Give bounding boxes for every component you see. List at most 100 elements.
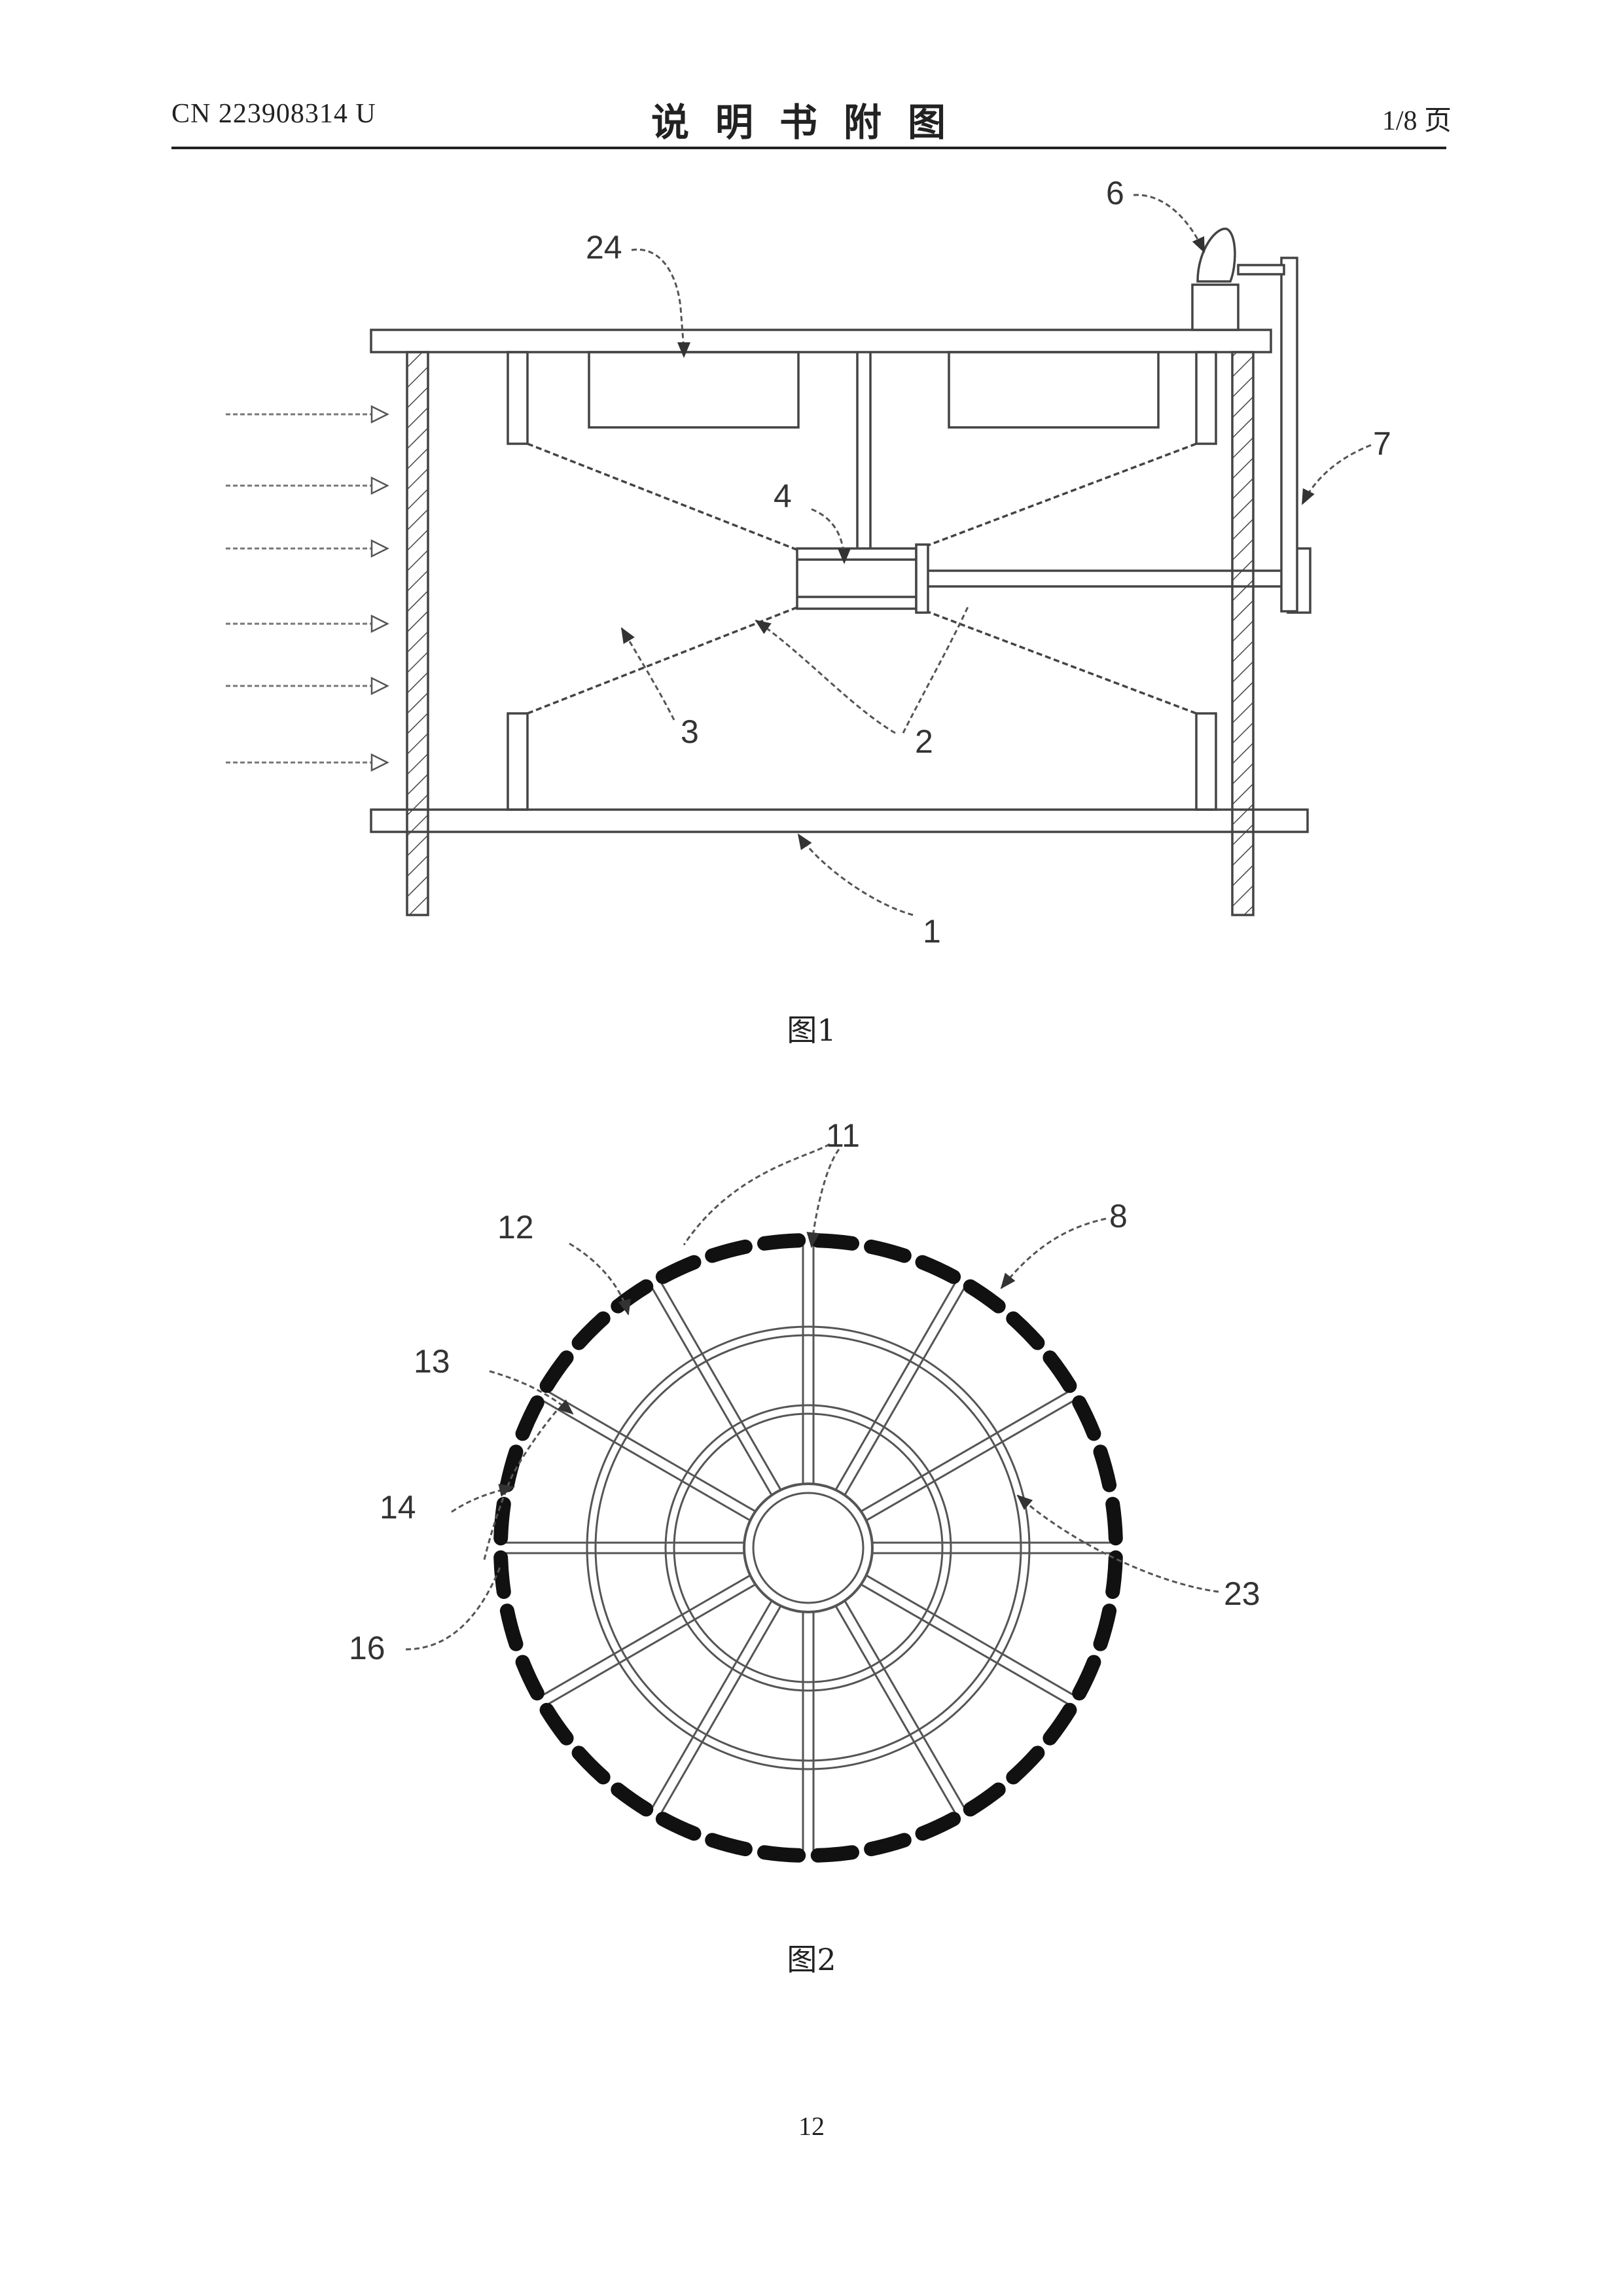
inner-ring <box>666 1405 951 1691</box>
label-2: 2 <box>915 723 933 760</box>
hub-flange <box>916 545 928 613</box>
spoke-line <box>866 1575 1073 1695</box>
paddle-segment <box>1113 1504 1116 1538</box>
figure-1-drawing: 24 6 7 4 3 2 1 <box>0 151 1623 1106</box>
paddle-segment <box>507 1611 516 1644</box>
paddle-segment <box>1079 1403 1094 1434</box>
paddle-segment <box>523 1662 537 1694</box>
spoke-line <box>652 1601 772 1807</box>
right-hatched-wall <box>1232 352 1253 915</box>
cone-line <box>527 444 797 550</box>
paddle-segment <box>547 1710 567 1738</box>
label-12: 12 <box>497 1209 534 1246</box>
paddle-segment <box>1013 1753 1037 1777</box>
cone-line <box>527 607 797 713</box>
spoke-line <box>662 1283 781 1490</box>
page-number: 12 <box>0 2111 1623 2142</box>
page-of-count: 1/8 页 <box>1382 98 1452 138</box>
spoke-line <box>544 1575 750 1695</box>
paddle-segment <box>663 1819 694 1833</box>
leader-8 <box>1001 1219 1106 1288</box>
spoke-line <box>662 1606 781 1812</box>
hub-block <box>797 548 916 609</box>
label-23: 23 <box>1224 1575 1260 1612</box>
cone-line <box>916 607 1196 713</box>
outer-ring <box>587 1327 1029 1769</box>
leader-3 <box>622 628 674 720</box>
figure-1-caption: 图1 <box>0 1007 1623 1050</box>
right-lower-post <box>1196 713 1216 810</box>
paddle-segment <box>1113 1558 1116 1592</box>
outer-ring <box>596 1335 1021 1761</box>
hub-ring-inner <box>753 1493 863 1603</box>
paddle-segment <box>1101 1452 1110 1485</box>
leader-16 <box>406 1566 501 1649</box>
label-4: 4 <box>774 478 792 514</box>
paddle-segment <box>618 1789 646 1809</box>
left-upper-post <box>508 352 527 444</box>
label-24: 24 <box>586 229 622 266</box>
paddle-segment <box>501 1504 504 1538</box>
spoke-line <box>836 1283 955 1490</box>
paddle-segment <box>923 1819 954 1833</box>
paddle-segment <box>1013 1319 1037 1343</box>
leader-11b <box>812 1149 839 1247</box>
label-13: 13 <box>414 1343 450 1380</box>
left-hatched-wall <box>407 352 428 915</box>
label-1: 1 <box>923 913 941 950</box>
label-6: 6 <box>1106 175 1124 211</box>
spoke-line <box>866 1401 1073 1520</box>
paddle-segment <box>712 1247 745 1256</box>
paddle-segment <box>579 1319 603 1343</box>
spoke-line <box>861 1585 1067 1704</box>
paddle-segment <box>1101 1611 1110 1644</box>
bottom-plate <box>371 810 1308 832</box>
top-plate <box>371 330 1271 352</box>
paddle-segment <box>1050 1357 1069 1386</box>
leader-2b <box>903 605 969 733</box>
paddle-segment <box>501 1558 504 1592</box>
paddle-segment <box>764 1852 798 1856</box>
page-title: 说明书附图 <box>0 92 1623 147</box>
spoke-line <box>861 1392 1067 1511</box>
motor <box>1198 229 1235 281</box>
paddle-segment <box>523 1403 537 1434</box>
label-7: 7 <box>1373 425 1391 462</box>
paddle-segment <box>1079 1662 1094 1694</box>
paddle-segment <box>971 1789 999 1809</box>
figure-2-caption: 图2 <box>0 1936 1623 1979</box>
spoke-line <box>836 1606 955 1812</box>
label-8: 8 <box>1109 1198 1128 1234</box>
spoke-line <box>652 1289 772 1495</box>
paddle-segment <box>1050 1710 1069 1738</box>
paddle-segment <box>871 1247 904 1256</box>
label-14: 14 <box>380 1489 416 1526</box>
right-upper-post <box>1196 352 1216 444</box>
paddle-segment <box>818 1240 852 1244</box>
motor-base <box>1192 285 1238 330</box>
spoke-line <box>845 1289 964 1495</box>
paddle-segment <box>712 1840 745 1850</box>
spoke-line <box>549 1585 755 1704</box>
paddle-segment <box>764 1240 798 1244</box>
paddle-segment <box>971 1287 999 1306</box>
leader-7 <box>1302 445 1371 504</box>
label-16: 16 <box>349 1630 385 1666</box>
cone-line <box>916 444 1196 550</box>
paddle-segment <box>507 1452 516 1485</box>
drive-belt <box>1281 258 1297 611</box>
top-block-right <box>949 352 1158 427</box>
hub-ring <box>744 1484 872 1612</box>
motor-shaft <box>1238 265 1284 274</box>
paddle-segment <box>618 1287 646 1306</box>
leader-11a <box>684 1144 830 1245</box>
leader-1 <box>798 834 913 915</box>
header-rule <box>171 147 1446 149</box>
top-block-left <box>589 352 798 427</box>
spoke-line <box>845 1601 964 1807</box>
label-11: 11 <box>826 1117 860 1154</box>
left-lower-post <box>508 713 527 810</box>
figure-2-drawing: 11 8 12 13 14 23 16 <box>0 1106 1623 1944</box>
paddle-segment <box>579 1753 603 1777</box>
spoke-line <box>549 1392 755 1511</box>
